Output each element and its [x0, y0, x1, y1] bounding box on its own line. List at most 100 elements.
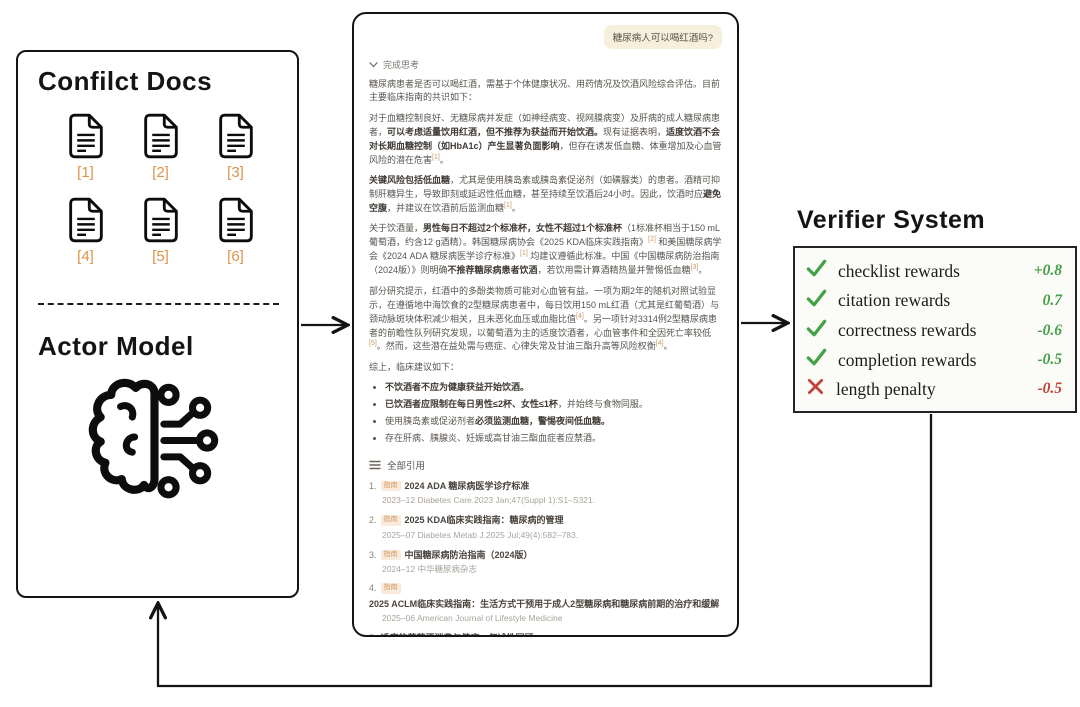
citation-item[interactable]: 3.指南中国糖尿病防治指南（2024版） 2024–12 中华糖尿病杂志	[369, 549, 722, 576]
text-run: 必须监测血糖，警惕夜间低血糖。	[475, 416, 611, 427]
citation-number: 1.	[369, 480, 377, 491]
verifier-icon-wrap	[805, 287, 828, 315]
chevron-down-icon	[369, 61, 378, 68]
answer-bullet: 已饮酒者应限制在每日男性≤2杯、女性≤1杯，并始终与食物同服。	[385, 398, 722, 412]
doc-item: [2]	[142, 113, 180, 181]
list-icon	[369, 460, 381, 470]
answer-bullet-list: 不饮酒者不应为健康获益开始饮酒。已饮酒者应限制在每日男性≤2杯、女性≤1杯，并始…	[371, 381, 722, 446]
text-run: 。	[439, 154, 449, 165]
inline-citation[interactable]: [1]	[520, 250, 528, 258]
text-run: 糖尿病患者是否可以喝红酒，需基于个体健康状况、用药情况及饮酒风险综合评估。目前主…	[369, 78, 721, 103]
answer-body: 糖尿病患者是否可以喝红酒，需基于个体健康状况、用药情况及饮酒风险综合评估。目前主…	[369, 78, 722, 446]
check-icon	[806, 319, 827, 336]
check-icon	[806, 289, 827, 307]
citation-title[interactable]: 2025 KDA临床实践指南：糖尿病的管理	[404, 515, 564, 526]
citation-subtext: 2024–12 中华糖尿病杂志	[382, 564, 477, 575]
text-run: ，但存在诱发低血糖、体重增加及心血管风险的潜在危害	[369, 140, 722, 165]
conflict-docs-title: Confilct Docs	[38, 66, 213, 96]
citation-type-badge: 指南	[380, 583, 401, 594]
dashed-divider	[38, 303, 279, 305]
verifier-value: -0.5	[1037, 380, 1062, 397]
document-icon	[68, 113, 103, 159]
citation-title[interactable]: 适度的葡萄酒消费与健康：叙述性回顾	[381, 632, 534, 635]
inline-citation[interactable]: [2]	[648, 236, 656, 244]
inline-citation[interactable]: [4]	[655, 340, 664, 348]
verifier-icon-wrap	[805, 376, 826, 402]
citation-number: 2.	[369, 515, 377, 526]
document-icon	[218, 113, 253, 159]
verifier-value: +0.8	[1033, 262, 1062, 279]
inline-citation[interactable]: [1]	[432, 153, 440, 161]
cross-icon	[807, 378, 824, 395]
text-run: 使用胰岛素或促泌剂者	[385, 416, 476, 427]
verifier-label: correctness rewards	[838, 320, 977, 340]
citations-header[interactable]: 全部引用	[369, 458, 722, 472]
text-run: ，尤其是使用胰岛素或胰岛素促泌剂（如磺脲类）的患者。酒精可抑制肝糖异生，导致即刻…	[369, 175, 721, 200]
answer-paragraph: 对于血糖控制良好、无糖尿病并发症（如神经病变、视网膜病变）及肝病的成人糖尿病患者…	[369, 112, 722, 168]
citation-title[interactable]: 2024 ADA 糖尿病医学诊疗标准	[404, 480, 530, 491]
text-run: 可以考虑适量饮用红酒，但不推荐为获益而开始饮酒。	[387, 126, 604, 137]
answer-paragraph: 关于饮酒量，男性每日不超过2个标准杯，女性不超过1个标准杯（1标准杯相当于150…	[369, 222, 722, 278]
answer-bullet: 存在肝病、胰腺炎、妊娠或高甘油三酯血症者应禁酒。	[385, 432, 722, 446]
citation-title[interactable]: 中国糖尿病防治指南（2024版）	[404, 549, 533, 560]
doc-item: [3]	[217, 113, 255, 181]
text-run: 。	[698, 265, 708, 276]
verifier-label: length penalty	[836, 378, 936, 399]
doc-item: [1]	[67, 113, 105, 181]
citation-subtext: 2025–07 Diabetes Metab J.2025 Jul;49(4):…	[382, 529, 579, 540]
inline-citation[interactable]: [1]	[504, 202, 512, 209]
citation-title[interactable]: 2025 ACLM临床实践指南：生活方式干预用于成人2型糖尿病和糖尿病前期的治疗…	[369, 598, 720, 609]
user-message-row: 糖尿病人可以喝红酒吗?	[369, 25, 722, 49]
verifier-label: completion rewards	[838, 349, 977, 370]
answer-paragraph: 部分研究提示，红酒中的多酚类物质可能对心血管有益。一项为期2年的随机对照试验显示…	[369, 285, 722, 355]
text-run: ，并始终与食物同服。	[557, 399, 648, 410]
answer-paragraph: 综上，临床建议如下：	[369, 361, 722, 375]
user-question-bubble: 糖尿病人可以喝红酒吗?	[603, 25, 722, 49]
citation-line: 3.指南中国糖尿病防治指南（2024版）	[369, 549, 722, 561]
doc-label: [2]	[152, 164, 169, 181]
doc-item: [4]	[67, 197, 105, 265]
citation-type-badge: 指南	[380, 480, 401, 492]
text-run: 均建议遵循此标准。中国《中国糖尿病防治指南（2024版）》则明确	[369, 251, 720, 276]
citation-item[interactable]: 5.适度的葡萄酒消费与健康：叙述性回顾[原] Moderate Wine Con…	[369, 632, 722, 635]
citation-line: 5. 适度的葡萄酒消费与健康：叙述性回顾	[369, 632, 722, 635]
document-icon	[143, 197, 178, 243]
text-run: 综上，临床建议如下：	[369, 361, 460, 372]
thinking-toggle[interactable]: 完成思考	[369, 58, 722, 71]
inline-citation[interactable]: [5]	[369, 340, 377, 348]
doc-label: [4]	[77, 248, 94, 265]
text-run: 关键风险包括低血糖	[369, 175, 451, 186]
check-icon	[806, 348, 827, 366]
citation-type-badge: 指南	[380, 549, 401, 560]
text-run: ，并建议在饮酒前后监测血糖	[387, 203, 505, 213]
chat-panel: 糖尿病人可以喝红酒吗? 完成思考 糖尿病患者是否可以喝红酒，需基于个体健康状况、…	[352, 12, 739, 637]
citation-number: 5.	[369, 633, 377, 635]
inline-citation[interactable]: [4]	[576, 312, 584, 320]
doc-label: [5]	[152, 248, 169, 265]
inline-citation[interactable]: [3]	[690, 264, 699, 272]
text-run: 现有证据表明，	[603, 126, 667, 137]
verifier-row: completion rewards-0.5	[805, 346, 1062, 374]
doc-label: [1]	[77, 164, 94, 181]
document-icon	[218, 197, 253, 243]
text-run: 男性每日不超过2个标准杯，女性不超过1个标准杯	[423, 223, 623, 234]
verifier-label: checklist rewards	[838, 260, 960, 281]
document-icon	[68, 197, 103, 243]
verifier-row: checklist rewards +0.8	[805, 257, 1062, 285]
citations-header-label: 全部引用	[387, 460, 426, 472]
answer-bullet: 不饮酒者不应为健康获益开始饮酒。	[385, 381, 722, 395]
text-run: 部分研究提示，红酒中的多酚类物质可能对心血管有益。一项为期2年的随机对照试验显示…	[369, 285, 720, 324]
text-run: 避免空腹	[369, 189, 722, 213]
conflict-docs-actor-box: Confilct Docs [1][2][3][4][5][6] Actor M…	[16, 50, 299, 598]
text-run: 存在肝病、胰腺炎、妊娠或高甘油三酯血症者应禁酒。	[385, 433, 602, 444]
text-run: 。然而，这些潜在益处需与癌症、心律失常及甘油三酯升高等风险权衡	[376, 341, 656, 352]
